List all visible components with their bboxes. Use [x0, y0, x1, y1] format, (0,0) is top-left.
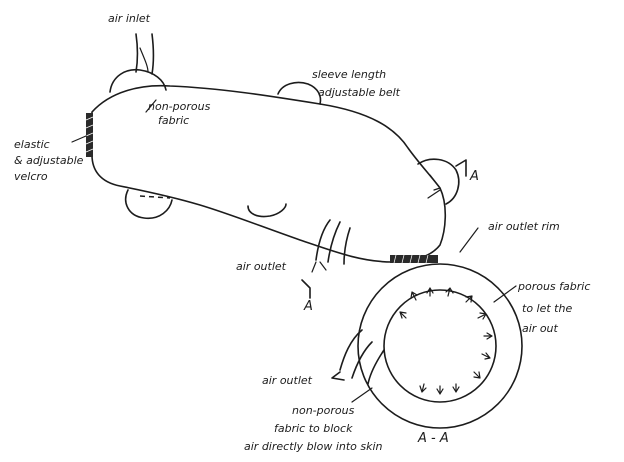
section-outlet-tube	[340, 330, 384, 384]
sleeve-body-outline	[92, 86, 445, 262]
label-air-outlet-left: air outlet	[236, 260, 287, 273]
label-elastic-2: & adjustable	[14, 154, 84, 167]
label-section-a-top: A	[469, 169, 479, 184]
label-section-title: A - A	[417, 431, 449, 446]
leader-block	[352, 388, 372, 402]
label-air-outlet-section: air outlet	[262, 374, 313, 387]
porous-arrows	[400, 288, 492, 394]
outlet-tube-bottom	[316, 220, 350, 264]
label-non-porous-1: non-porous	[148, 100, 211, 113]
belt-lobe-bottom-mid	[248, 204, 286, 217]
belt-lobe-bottom-left	[126, 190, 172, 218]
inlet-lobe	[110, 70, 166, 92]
inlet-tube-inner	[140, 48, 148, 72]
label-non-porous-2: fabric	[158, 114, 189, 127]
section-outer-ring	[358, 264, 522, 428]
outlet-arrows-right	[428, 175, 440, 198]
label-elastic-1: elastic	[14, 138, 50, 151]
label-elastic-3: velcro	[14, 170, 48, 183]
label-block-3: air directly blow into skin	[244, 440, 383, 453]
label-adjustable-belt: adjustable belt	[318, 86, 401, 99]
leader-elastic	[72, 136, 86, 142]
label-block-1: non-porous	[292, 404, 355, 417]
air-inlet-tube	[136, 34, 154, 74]
label-air-outlet-rim: air outlet rim	[488, 220, 560, 233]
label-porous-3: air out	[522, 322, 559, 335]
label-sleeve-length: sleeve length	[312, 68, 386, 81]
label-porous-2: to let the	[522, 302, 572, 315]
leader-rim	[460, 228, 478, 252]
label-section-a-bottom: A	[303, 299, 313, 314]
outlet-lobe-right	[418, 159, 459, 204]
section-outlet-arrow	[332, 372, 344, 380]
section-inner-ring	[384, 290, 496, 402]
label-block-2: fabric to block	[274, 422, 353, 435]
section-line-bottom	[302, 280, 310, 298]
label-air-inlet: air inlet	[108, 12, 151, 25]
label-porous-1: porous fabric	[517, 280, 590, 293]
elastic-band-bottom	[390, 255, 438, 263]
outlet-arrow-left	[312, 262, 326, 272]
